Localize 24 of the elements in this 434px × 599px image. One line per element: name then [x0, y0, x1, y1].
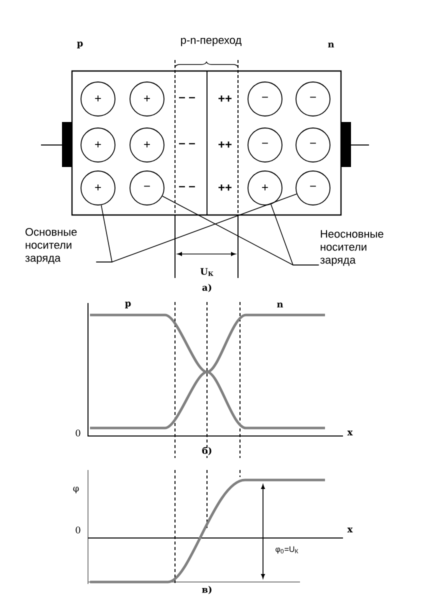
- junction-label: p-n-переход: [181, 38, 242, 46]
- charge-sign: – –: [179, 97, 195, 98]
- region-label: в): [202, 586, 212, 594]
- axis-label: 0: [76, 430, 80, 436]
- region-label: x: [347, 430, 353, 436]
- region-label: n: [277, 302, 284, 308]
- leader-line: [96, 194, 298, 262]
- leader-line: [270, 204, 320, 266]
- axis-label: 0: [76, 526, 80, 534]
- annotation-text: Основные носители заряда: [25, 228, 77, 264]
- charge-sign: ++: [218, 184, 232, 191]
- region-label: x: [347, 528, 353, 532]
- potential-label: φ$_{0}$=U$_{К}$: [274, 545, 300, 555]
- annotation-text: Неосновные носители заряда: [320, 230, 384, 266]
- region-label: p: [77, 42, 83, 48]
- region-label: n: [328, 42, 334, 48]
- region-label: а): [202, 284, 212, 292]
- charge-sign: – –: [179, 143, 195, 144]
- charge-sign: ++: [218, 95, 232, 102]
- charge-sign: – –: [179, 186, 195, 188]
- charge-sign: ++: [218, 141, 232, 148]
- region-label: U$_{К}$: [200, 268, 214, 276]
- region-label: p: [125, 302, 131, 308]
- axis-label: φ: [73, 486, 79, 494]
